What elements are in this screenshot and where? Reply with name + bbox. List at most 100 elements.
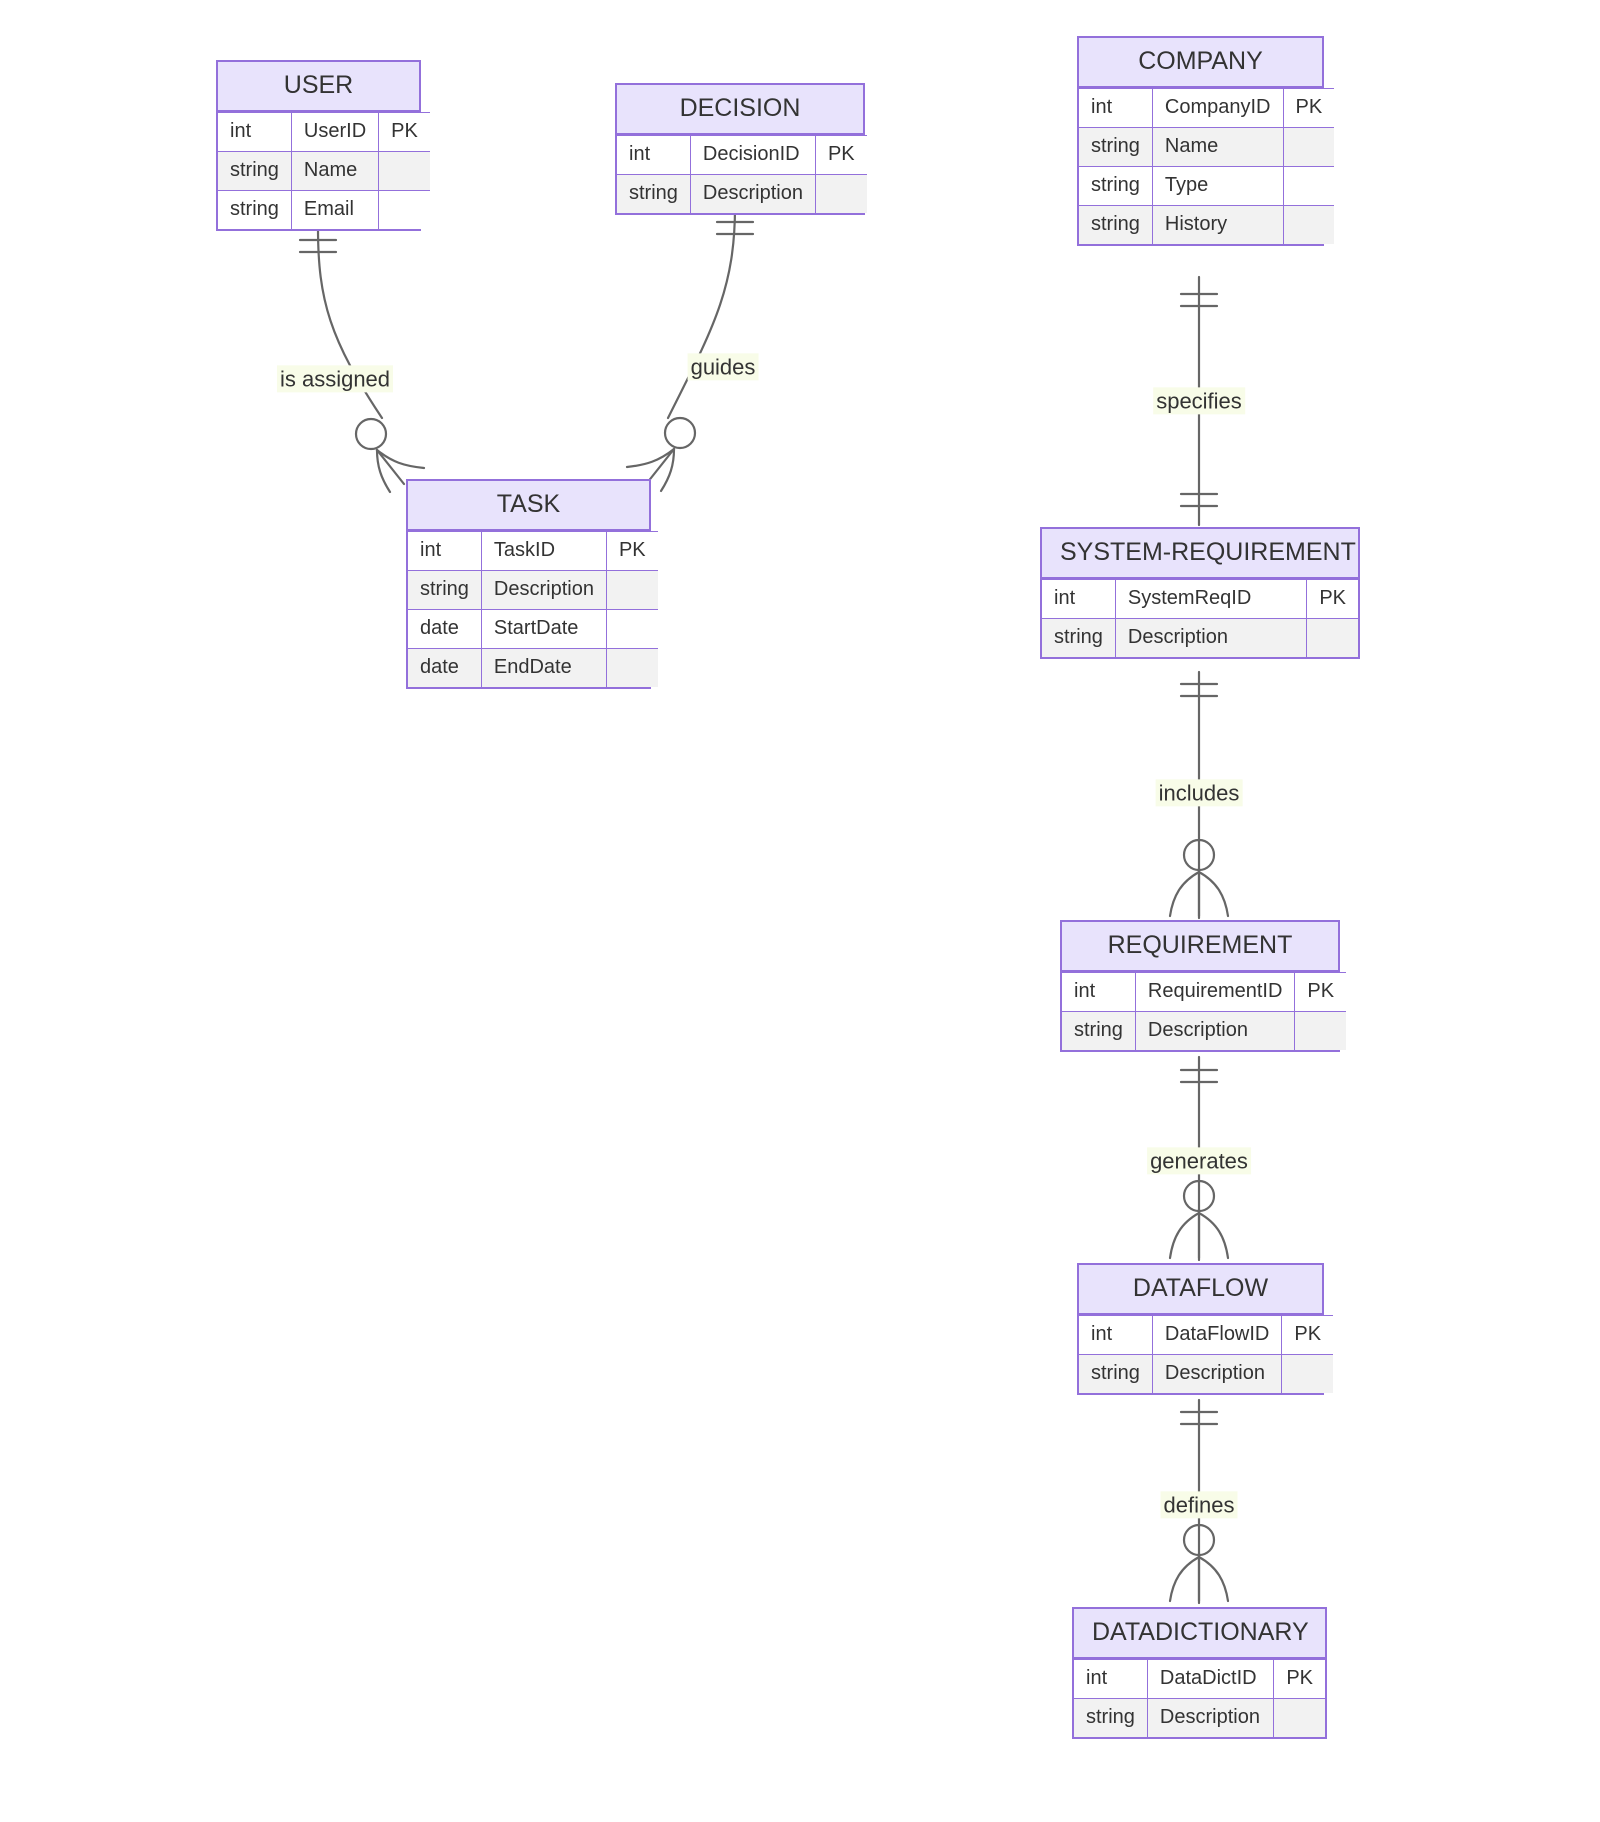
- attribute-name: Description: [1134, 1011, 1296, 1050]
- attribute-name: Email: [290, 190, 380, 229]
- attribute-key: PK: [605, 531, 658, 571]
- attribute-name: History: [1151, 205, 1284, 244]
- relationship-label-guides: guides: [687, 353, 759, 381]
- attribute-type: int: [617, 135, 691, 175]
- entity-title-task: TASK: [408, 481, 649, 531]
- attribute-type: string: [1042, 618, 1116, 657]
- relationship-label-generates: generates: [1147, 1147, 1251, 1175]
- attribute-type: string: [408, 570, 482, 610]
- attribute-key: [605, 609, 658, 649]
- attribute-key: PK: [1306, 579, 1358, 619]
- attribute-name: EndDate: [480, 648, 607, 687]
- attribute-key: [1282, 166, 1335, 206]
- attribute-key: PK: [378, 112, 430, 152]
- entity-title-datadictionary: DATADICTIONARY: [1074, 1609, 1325, 1659]
- attribute-key: [1281, 1354, 1334, 1393]
- attribute-type: string: [1079, 205, 1153, 244]
- attribute-type: string: [1079, 166, 1153, 206]
- attribute-name: Description: [1146, 1698, 1275, 1737]
- attribute-name: Description: [480, 570, 607, 610]
- attribute-type: string: [1079, 127, 1153, 167]
- attribute-key: [1282, 205, 1335, 244]
- attribute-key: PK: [1282, 88, 1335, 128]
- attribute-key: [1273, 1698, 1325, 1737]
- attribute-type: int: [1079, 1315, 1153, 1355]
- entity-title-user: USER: [218, 62, 419, 112]
- attribute-key: PK: [1294, 972, 1347, 1012]
- entity-title-company: COMPANY: [1079, 38, 1322, 88]
- attribute-name: RequirementID: [1134, 972, 1296, 1012]
- attribute-name: SystemReqID: [1114, 579, 1308, 619]
- attribute-key: [378, 190, 430, 229]
- attribute-name: TaskID: [480, 531, 607, 571]
- attribute-type: date: [408, 609, 482, 649]
- edge-user-task: [298, 226, 426, 494]
- attribute-key: [378, 151, 430, 191]
- edge-decision-task: [625, 205, 755, 493]
- attribute-key: [1306, 618, 1358, 657]
- attribute-name: DataDictID: [1146, 1659, 1275, 1699]
- attribute-type: string: [218, 151, 292, 191]
- attribute-type: int: [1062, 972, 1136, 1012]
- attribute-key: PK: [1281, 1315, 1334, 1355]
- attribute-name: UserID: [290, 112, 380, 152]
- attribute-key: [605, 570, 658, 610]
- attribute-type: int: [1079, 88, 1153, 128]
- attribute-key: [1294, 1011, 1347, 1050]
- entity-title-dataflow: DATAFLOW: [1079, 1265, 1322, 1315]
- attribute-name: Description: [1151, 1354, 1283, 1393]
- relationship-label-defines: defines: [1160, 1491, 1238, 1519]
- attribute-name: DataFlowID: [1151, 1315, 1283, 1355]
- attribute-type: int: [1074, 1659, 1148, 1699]
- attribute-name: Name: [1151, 127, 1284, 167]
- attribute-type: string: [1062, 1011, 1136, 1050]
- attribute-type: string: [617, 174, 691, 213]
- attribute-type: date: [408, 648, 482, 687]
- attribute-name: Description: [1114, 618, 1308, 657]
- attribute-name: DecisionID: [689, 135, 816, 175]
- attribute-name: Name: [290, 151, 380, 191]
- attribute-type: string: [1074, 1698, 1148, 1737]
- attribute-name: Type: [1151, 166, 1284, 206]
- attribute-key: [814, 174, 867, 213]
- relationship-label-specifies: specifies: [1153, 387, 1245, 415]
- attribute-key: [1282, 127, 1335, 167]
- attribute-name: CompanyID: [1151, 88, 1284, 128]
- entity-title-decision: DECISION: [617, 85, 863, 135]
